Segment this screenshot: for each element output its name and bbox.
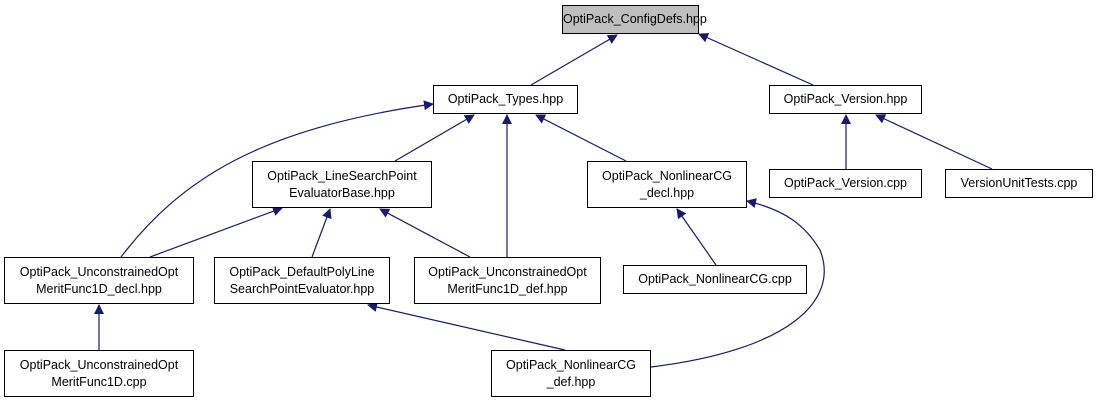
edge-uo_decl-to-types <box>120 100 434 258</box>
node-label-line: OptiPack_Version.cpp <box>784 176 907 190</box>
node-label-line: OptiPack_UnconstrainedOpt <box>19 264 179 279</box>
edge-versiontests-to-version_hpp <box>875 114 993 170</box>
node-label-line: MeritFunc1D.cpp <box>51 374 147 389</box>
node-types[interactable]: OptiPack_Types.hpp <box>433 85 578 114</box>
node-label-line: _decl.hpp <box>639 185 695 200</box>
edge-ncg_cpp-to-ncg_decl <box>676 208 717 266</box>
node-versiontests[interactable]: VersionUnitTests.cpp <box>945 169 1093 198</box>
node-label-line: OptiPack_NonlinearCG.cpp <box>638 272 792 286</box>
edge-ncg_decl-to-types <box>535 114 627 162</box>
node-label-line: SearchPointEvaluator.hpp <box>229 281 375 296</box>
node-label-line: MeritFunc1D_def.hpp <box>447 281 568 296</box>
node-label-line: OptiPack_Version.hpp <box>783 92 908 106</box>
node-label-line: OptiPack_Types.hpp <box>447 92 564 106</box>
node-label-line: EvaluatorBase.hpp <box>289 185 395 200</box>
node-version_hpp[interactable]: OptiPack_Version.hpp <box>769 85 922 114</box>
node-label-line: VersionUnitTests.cpp <box>960 176 1078 190</box>
node-label-line: OptiPack_UnconstrainedOpt <box>428 264 587 279</box>
node-ncg_cpp[interactable]: OptiPack_NonlinearCG.cpp <box>623 265 807 294</box>
node-label-line: OptiPack_DefaultPolyLine <box>229 264 375 279</box>
edge-linesearch-to-types <box>394 114 475 162</box>
edge-defaultpoly-to-linesearch <box>311 208 332 258</box>
node-label-line: OptiPack_NonlinearCG <box>602 168 732 183</box>
edge-ncg_def-to-defaultpoly <box>367 302 566 351</box>
node-label-line: OptiPack_UnconstrainedOpt <box>19 357 179 372</box>
edge-uo_def-to-linesearch <box>379 208 471 258</box>
node-label-line: _def.hpp <box>546 374 596 389</box>
node-ncg_decl[interactable]: OptiPack_NonlinearCG _decl.hpp <box>587 161 747 208</box>
node-label-line: OptiPack_LineSearchPoint <box>267 168 417 183</box>
edge-types-to-configdefs <box>530 34 618 86</box>
node-version_cpp[interactable]: OptiPack_Version.cpp <box>769 169 922 198</box>
node-label-line: MeritFunc1D_decl.hpp <box>36 281 162 296</box>
edge-ncg_def-to-ncg_decl <box>650 198 825 368</box>
edge-version_hpp-to-configdefs <box>698 33 814 86</box>
node-label-line: OptiPack_NonlinearCG <box>506 357 636 372</box>
edge-uo_decl-to-linesearch <box>149 206 283 258</box>
node-configdefs[interactable]: OptiPack_ConfigDefs.hpp <box>562 5 707 34</box>
node-ncg_def[interactable]: OptiPack_NonlinearCG _def.hpp <box>491 350 651 397</box>
node-label-line: OptiPack_ConfigDefs.hpp <box>563 12 707 26</box>
